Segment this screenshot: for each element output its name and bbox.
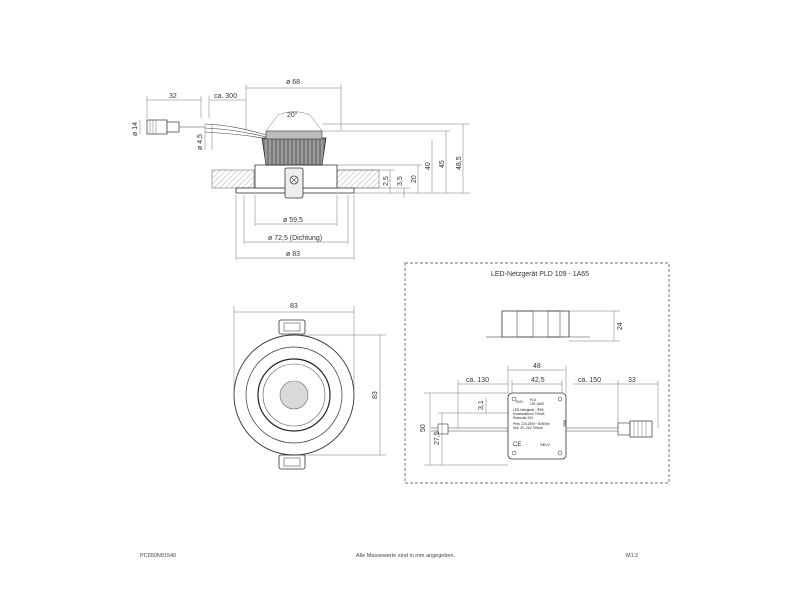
- top-view: 83 83: [233, 303, 386, 470]
- dim-3-1: 3,1: [478, 400, 485, 410]
- dim-24: 24: [617, 322, 624, 330]
- label-model2: 109-1A65: [530, 402, 544, 406]
- dim-d83: ø 83: [286, 251, 300, 258]
- footer-scale: M1:2: [626, 553, 639, 559]
- dim-20: 20: [411, 175, 418, 183]
- heatsink: [261, 137, 327, 166]
- dim-2-5: 2,5: [383, 176, 390, 186]
- dim-top-83-h: 83: [372, 391, 379, 399]
- dim-33: 33: [628, 377, 636, 384]
- dim-50: 50: [420, 424, 427, 432]
- dim-ca150: ca. 150: [578, 377, 601, 384]
- dim-d59-5: ø 59,5: [283, 217, 303, 224]
- dim-32: 32: [169, 93, 177, 100]
- driver-title: LED-Netzgerät PLD 109 - 1A65: [491, 271, 589, 278]
- dim-48: 48: [533, 363, 541, 370]
- cable-1: [204, 123, 267, 136]
- side-view: ø 68 32 ca. 300 20° ø 14 ø 4,5 2,5 3,5 2…: [132, 79, 470, 260]
- clip-top: [278, 319, 306, 335]
- label-brand: EVN: [516, 400, 523, 404]
- dim-top-83-w: 83: [290, 303, 298, 310]
- clip-bottom: [278, 454, 306, 470]
- label-line5: Sek. 3V–24V 700mA: [513, 426, 543, 430]
- dim-d72-5: ø 72,5 (Dichtung): [268, 235, 322, 242]
- dim-d4-5: ø 4,5: [197, 134, 204, 150]
- driver-section: LED-Netzgerät PLD 109 - 1A65 24 EVN PLD …: [404, 262, 670, 484]
- ceiling-right: [336, 169, 380, 189]
- dim-45: 45: [439, 160, 446, 168]
- dim-42-5: 42,5: [531, 377, 545, 384]
- label-ce: CE: [513, 442, 521, 448]
- label-side: IP65: [562, 420, 566, 427]
- led-lens: [279, 380, 309, 410]
- label-line2: Konstantstrom 700mA: [513, 412, 545, 416]
- dim-angle: 20°: [287, 111, 298, 119]
- dim-ca130: ca. 130: [466, 377, 489, 384]
- dim-d14: ø 14: [132, 122, 139, 136]
- footer-note: Alle Massewerte sind in mm angegeben.: [356, 553, 456, 559]
- dim-27-5: 27,5: [434, 431, 441, 445]
- label-selv: SELV: [540, 442, 550, 447]
- dim-3-5: 3,5: [397, 176, 404, 186]
- driver-side-body: [501, 310, 570, 338]
- heatsink-cap: [265, 130, 323, 140]
- label-line1: LED-Netzgerät · IP65: [513, 408, 544, 412]
- dim-d68: ø 68: [286, 79, 300, 86]
- label-line3: Sekundär 24V: [513, 416, 534, 420]
- label-line4: Prim. 220-240V~ 50/60Hz: [513, 422, 550, 426]
- driver-frame: [404, 262, 670, 484]
- footer-code: PC650N91540: [140, 553, 177, 559]
- ceiling-left: [211, 169, 255, 189]
- dim-ca300: ca. 300: [214, 93, 237, 100]
- driver-body: [507, 392, 567, 460]
- dim-40: 40: [425, 162, 432, 170]
- input-ferrule: [437, 423, 449, 435]
- output-connector: [617, 422, 631, 436]
- dim-48-5: 48,5: [456, 156, 463, 170]
- label-model: PLD: [530, 398, 537, 402]
